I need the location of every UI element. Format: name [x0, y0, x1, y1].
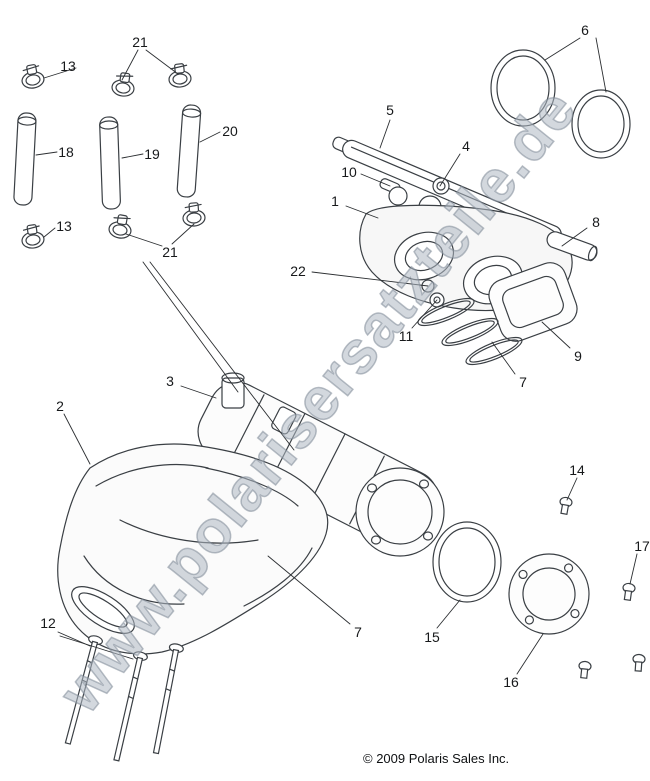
leader-lines [35, 37, 638, 675]
throttle-body-assembly [332, 136, 598, 371]
throttle-cover [488, 262, 578, 342]
copyright-text: © 2009 Polaris Sales Inc. [363, 751, 510, 766]
hose-tubes [12, 103, 202, 210]
seal-o-ring [432, 521, 502, 603]
mounting-bolts [60, 633, 185, 763]
hose-clamps-top [18, 62, 193, 99]
fuel-rail-tube [546, 231, 598, 262]
cover-plate [508, 553, 590, 635]
air-intake-duct [57, 443, 329, 655]
intake-manifold [197, 372, 445, 557]
o-rings [490, 49, 631, 159]
